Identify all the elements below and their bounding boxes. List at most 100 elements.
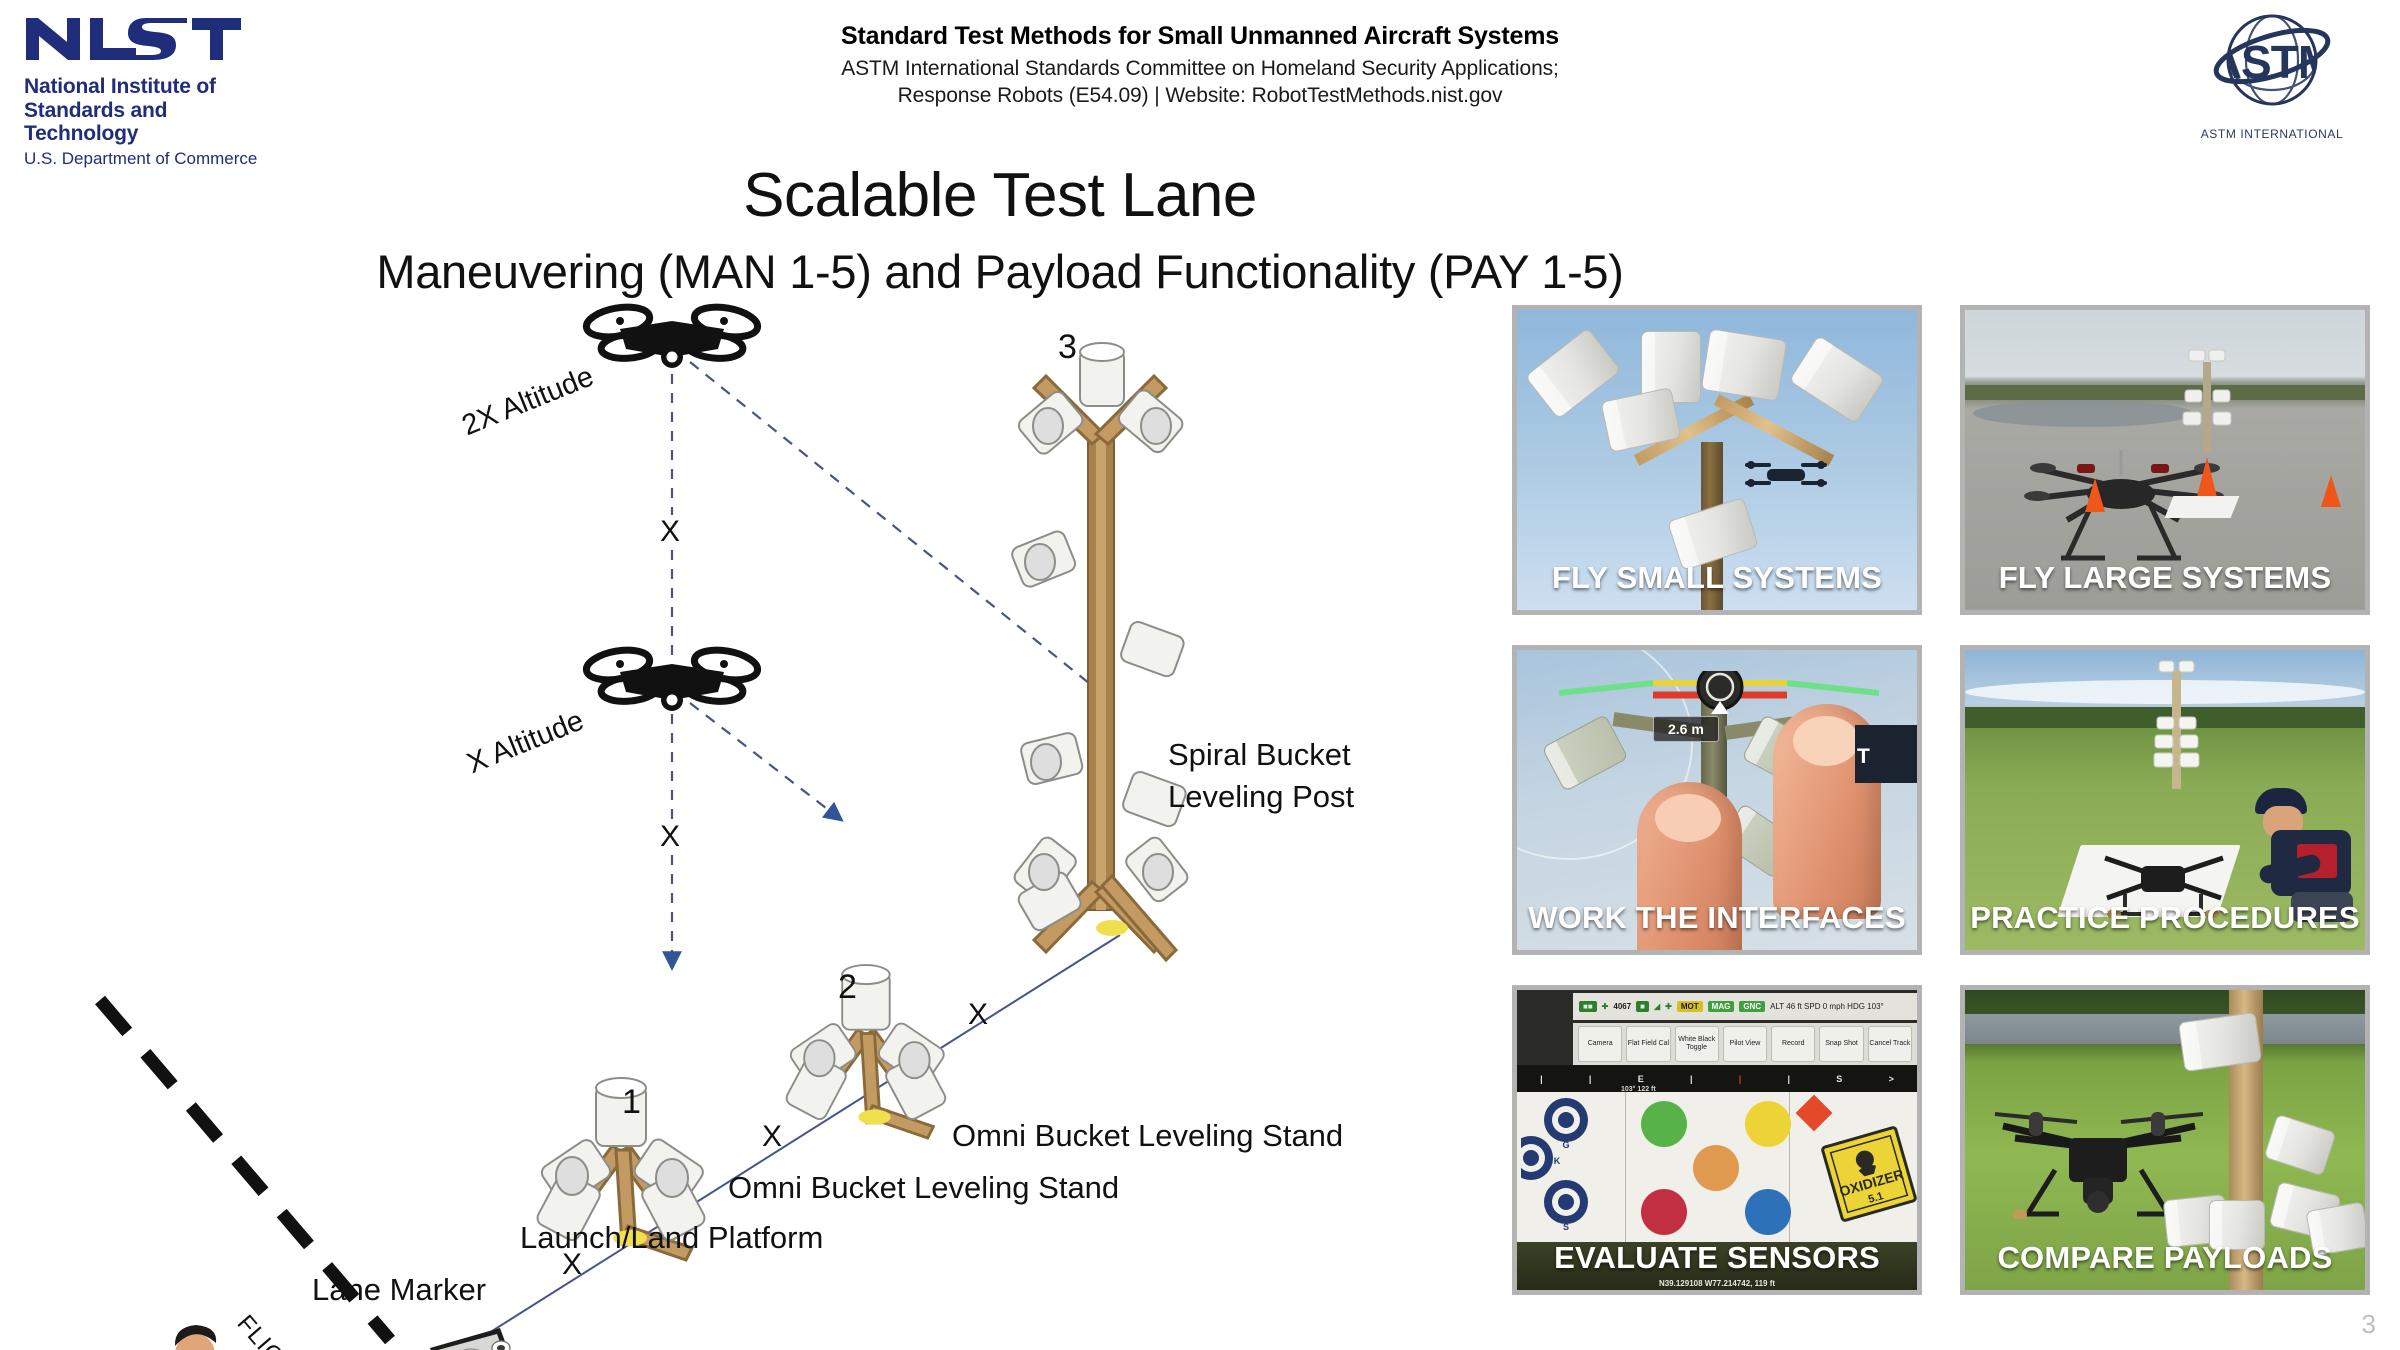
bucket-post-mid bbox=[2263, 1113, 2337, 1177]
fingernail-right bbox=[1793, 716, 1859, 766]
compass-south: S bbox=[1836, 1073, 1843, 1084]
hud-level-indicator bbox=[1558, 671, 1880, 714]
gcs-button-record[interactable]: Record bbox=[1771, 1026, 1816, 1062]
sensor-target-board: G K S bbox=[1517, 1092, 1917, 1248]
header-subtitle-line1: ASTM International Standards Committee o… bbox=[841, 57, 1559, 80]
gps-coordinates-readout: N39.129108 W77.214742, 119 ft bbox=[1658, 1279, 1776, 1288]
telemetry-value: 4067 bbox=[1613, 1002, 1632, 1011]
nist-wordmark-icon bbox=[26, 18, 241, 60]
finger-right bbox=[1773, 704, 1881, 919]
photo-caption: FLY LARGE SYSTEMS bbox=[1998, 560, 2332, 595]
heading-cursor: | bbox=[1738, 1073, 1742, 1084]
board-seam-1 bbox=[1625, 1092, 1626, 1248]
compass-tick-3: | bbox=[1689, 1073, 1693, 1084]
large-quadcopter-icon bbox=[1994, 1112, 2204, 1219]
solar-array-background bbox=[1965, 1014, 2365, 1044]
color-patch-orange bbox=[1693, 1145, 1739, 1192]
gcs-button-camera[interactable]: Camera bbox=[1578, 1026, 1623, 1062]
svg-text:S: S bbox=[1563, 1222, 1569, 1232]
nist-sub-line2: Standards and Technology bbox=[24, 98, 168, 146]
gcs-button-snap-shot[interactable]: Snap Shot bbox=[1819, 1026, 1864, 1062]
photo-evaluate-sensors[interactable]: ■■ ✚ 4067 ■ ◢ ✚ MOT MAG GNC ALT 46 ft SP… bbox=[1512, 985, 1922, 1295]
launch-land-platform bbox=[430, 1328, 511, 1350]
photo-grid: FLY SMALL SYSTEMS bbox=[1512, 305, 2372, 1315]
sightline-x-to-stand2 bbox=[689, 702, 844, 822]
badge-gnc: GNC bbox=[1739, 1001, 1766, 1012]
photo-fly-small-systems[interactable]: FLY SMALL SYSTEMS bbox=[1512, 305, 1922, 615]
compass-strip: | | E | | | S > bbox=[1517, 1065, 1917, 1092]
spiral-bucket-leveling-post bbox=[1011, 342, 1189, 963]
battery2-icon: ■ bbox=[1636, 1001, 1650, 1012]
page-subtitle: Maneuvering (MAN 1-5) and Payload Functi… bbox=[376, 245, 1624, 298]
gcs-button-flat-field-cal[interactable]: Flat Field Cal bbox=[1626, 1026, 1671, 1062]
svg-text:K: K bbox=[1554, 1156, 1561, 1166]
gcs-button-cancel-track[interactable]: Cancel Track bbox=[1867, 1026, 1912, 1062]
clouds bbox=[1965, 680, 2365, 704]
photo-scene-field bbox=[1965, 650, 2365, 950]
diagram-vectors bbox=[95, 303, 1189, 1350]
color-patch-yellow bbox=[1745, 1101, 1791, 1148]
compass-east: E bbox=[1637, 1073, 1644, 1084]
photo-caption: FLY SMALL SYSTEMS bbox=[1551, 560, 1883, 595]
compass-tick-2: | bbox=[1588, 1073, 1592, 1084]
photo-fly-large-systems[interactable]: FLY LARGE SYSTEMS bbox=[1960, 305, 2370, 615]
label-omni-stand-2: Omni Bucket Leveling Stand bbox=[952, 1118, 1344, 1153]
drone-2x-altitude bbox=[582, 303, 762, 368]
telemetry-readout: ALT 46 ft SPD 0 mph HDG 103° bbox=[1770, 1002, 1884, 1011]
traffic-cone-3 bbox=[2321, 475, 2341, 507]
kneeling-operator bbox=[2245, 788, 2355, 923]
nist-logo: National Institute of Standards and Tech… bbox=[24, 14, 284, 168]
page-number: 3 bbox=[2361, 1309, 2376, 1339]
compass-tick-4: | bbox=[1787, 1073, 1791, 1084]
label-omni-stand-1: Omni Bucket Leveling Stand bbox=[728, 1170, 1120, 1205]
label-spiral-post-line1: Spiral Bucket bbox=[1168, 737, 1351, 772]
badge-mot: MOT bbox=[1676, 1001, 1703, 1012]
water-puddle bbox=[1973, 400, 2193, 427]
omni-bucket-leveling-stand-1 bbox=[536, 1077, 706, 1262]
photo-caption: COMPARE PAYLOADS bbox=[1997, 1240, 2333, 1275]
compass-chevron-icon: > bbox=[1888, 1073, 1894, 1084]
nist-sub-line1: National Institute of bbox=[24, 75, 216, 98]
page-title: Scalable Test Lane bbox=[743, 161, 1257, 230]
gcs-button-row[interactable]: Camera Flat Field Cal White Black Toggle… bbox=[1573, 1023, 1917, 1065]
sightline-2x-to-post bbox=[689, 361, 1109, 699]
photo-practice-procedures[interactable]: PRACTICE PROCEDURES bbox=[1960, 645, 2370, 955]
color-patch-green bbox=[1641, 1101, 1687, 1148]
ui-edge-letter: T bbox=[1857, 745, 1870, 768]
operator-figure bbox=[174, 1325, 217, 1350]
photo-compare-payloads[interactable]: COMPARE PAYLOADS bbox=[1960, 985, 2370, 1295]
spacing-mark-altitude-lower: X bbox=[660, 820, 681, 853]
compass-readout: 103° 122 ft bbox=[1621, 1086, 1656, 1093]
test-lane-diagram: 2X Altitude X Altitude X X X X X X 1 2 3… bbox=[0, 300, 1500, 1350]
grass-foreground bbox=[1517, 1242, 1917, 1290]
header-title: Standard Test Methods for Small Unmanned… bbox=[841, 22, 1559, 50]
gcs-button-white-black-toggle[interactable]: White Black Toggle bbox=[1674, 1026, 1719, 1062]
bucket-ground-2 bbox=[2209, 1200, 2265, 1250]
header-text-block: Standard Test Methods for Small Unmanned… bbox=[700, 22, 1700, 108]
gps-arrow-icon: ✚ bbox=[1601, 1002, 1609, 1011]
photo-scene-sky bbox=[1517, 310, 1917, 610]
omni-bucket-leveling-stand-2 bbox=[785, 964, 947, 1140]
gcs-button-pilot-view[interactable]: Pilot View bbox=[1722, 1026, 1768, 1062]
landing-pad bbox=[2164, 496, 2240, 518]
traffic-cone-1 bbox=[2085, 478, 2105, 512]
svg-text:G: G bbox=[1562, 1140, 1569, 1150]
bucket-post-field bbox=[2153, 660, 2200, 789]
fingernail-left bbox=[1655, 794, 1721, 842]
photo-scene-ar-view: 2.6 m T bbox=[1517, 650, 1917, 950]
label-spiral-post-line2: Leveling Post bbox=[1168, 779, 1355, 814]
photo-scene-payload-field bbox=[1965, 990, 2365, 1290]
operator-leg bbox=[2291, 892, 2353, 922]
badge-mag: MAG bbox=[1707, 1001, 1735, 1012]
color-patch-red bbox=[1641, 1188, 1687, 1235]
apparatus-number-1: 1 bbox=[622, 1083, 641, 1121]
photo-work-the-interfaces[interactable]: 2.6 m T WORK THE INTERFACES bbox=[1512, 645, 1922, 955]
astm-globe-icon: ASTM bbox=[2213, 14, 2331, 106]
tree-line bbox=[1965, 385, 2365, 400]
telemetry-bar: ■■ ✚ 4067 ■ ◢ ✚ MOT MAG GNC ALT 46 ft SP… bbox=[1573, 993, 1917, 1020]
ui-edge-panel: T bbox=[1855, 725, 1917, 783]
color-patch-blue bbox=[1745, 1188, 1791, 1235]
bucket-center-right bbox=[1700, 328, 1788, 402]
photo-caption: WORK THE INTERFACES bbox=[1528, 900, 1906, 935]
photo-caption: PRACTICE PROCEDURES bbox=[1970, 900, 2360, 935]
